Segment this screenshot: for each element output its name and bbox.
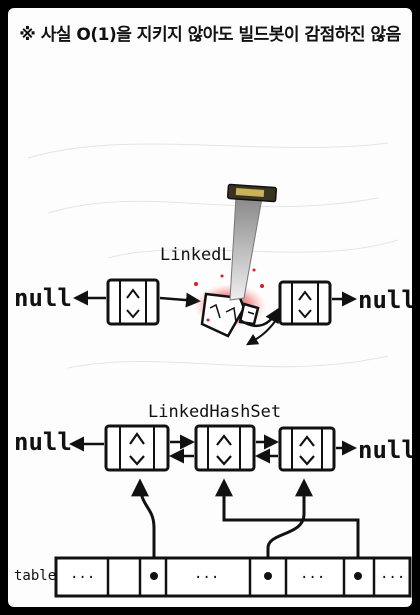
comic-panel: ※ 사실 O(1)을 지키지 않아도 빌드봇이 감점하진 않음 Link <box>8 8 412 607</box>
table-label: table <box>14 568 56 584</box>
top-null-left: null <box>14 284 72 312</box>
table-cell-dots: ··· <box>300 570 325 586</box>
bottom-node-1 <box>104 424 170 472</box>
top-null-right: null <box>358 286 412 314</box>
bottom-null-right: null <box>358 436 412 464</box>
top-node-right <box>278 280 332 326</box>
caption-text: ※ 사실 O(1)을 지키지 않아도 빌드봇이 감점하진 않음 <box>19 25 401 45</box>
top-broken-link-arrow <box>239 307 280 328</box>
top-next-arrow <box>159 292 201 308</box>
bottom-node-3 <box>278 426 336 472</box>
sword-icon <box>226 183 278 301</box>
bottom-label: LinkedHashSet <box>148 402 281 422</box>
bottom-node-2 <box>194 424 256 472</box>
slashed-node <box>194 268 266 338</box>
top-label: LinkedL <box>160 245 232 265</box>
top-broken-back-arrow <box>245 319 277 346</box>
table-cell-dots: ··· <box>380 570 405 586</box>
table-pointer-3 <box>266 478 313 574</box>
linked-structure-diagram: LinkedL null <box>14 142 412 598</box>
bottom-null-left: null <box>14 428 72 456</box>
table-pointer-2 <box>215 478 360 574</box>
hash-table <box>54 556 412 598</box>
table-cell-dots: ··· <box>194 570 219 586</box>
top-node-left <box>106 278 160 326</box>
table-pointer-1 <box>131 478 156 574</box>
table-cell-dots: ··· <box>70 570 95 586</box>
